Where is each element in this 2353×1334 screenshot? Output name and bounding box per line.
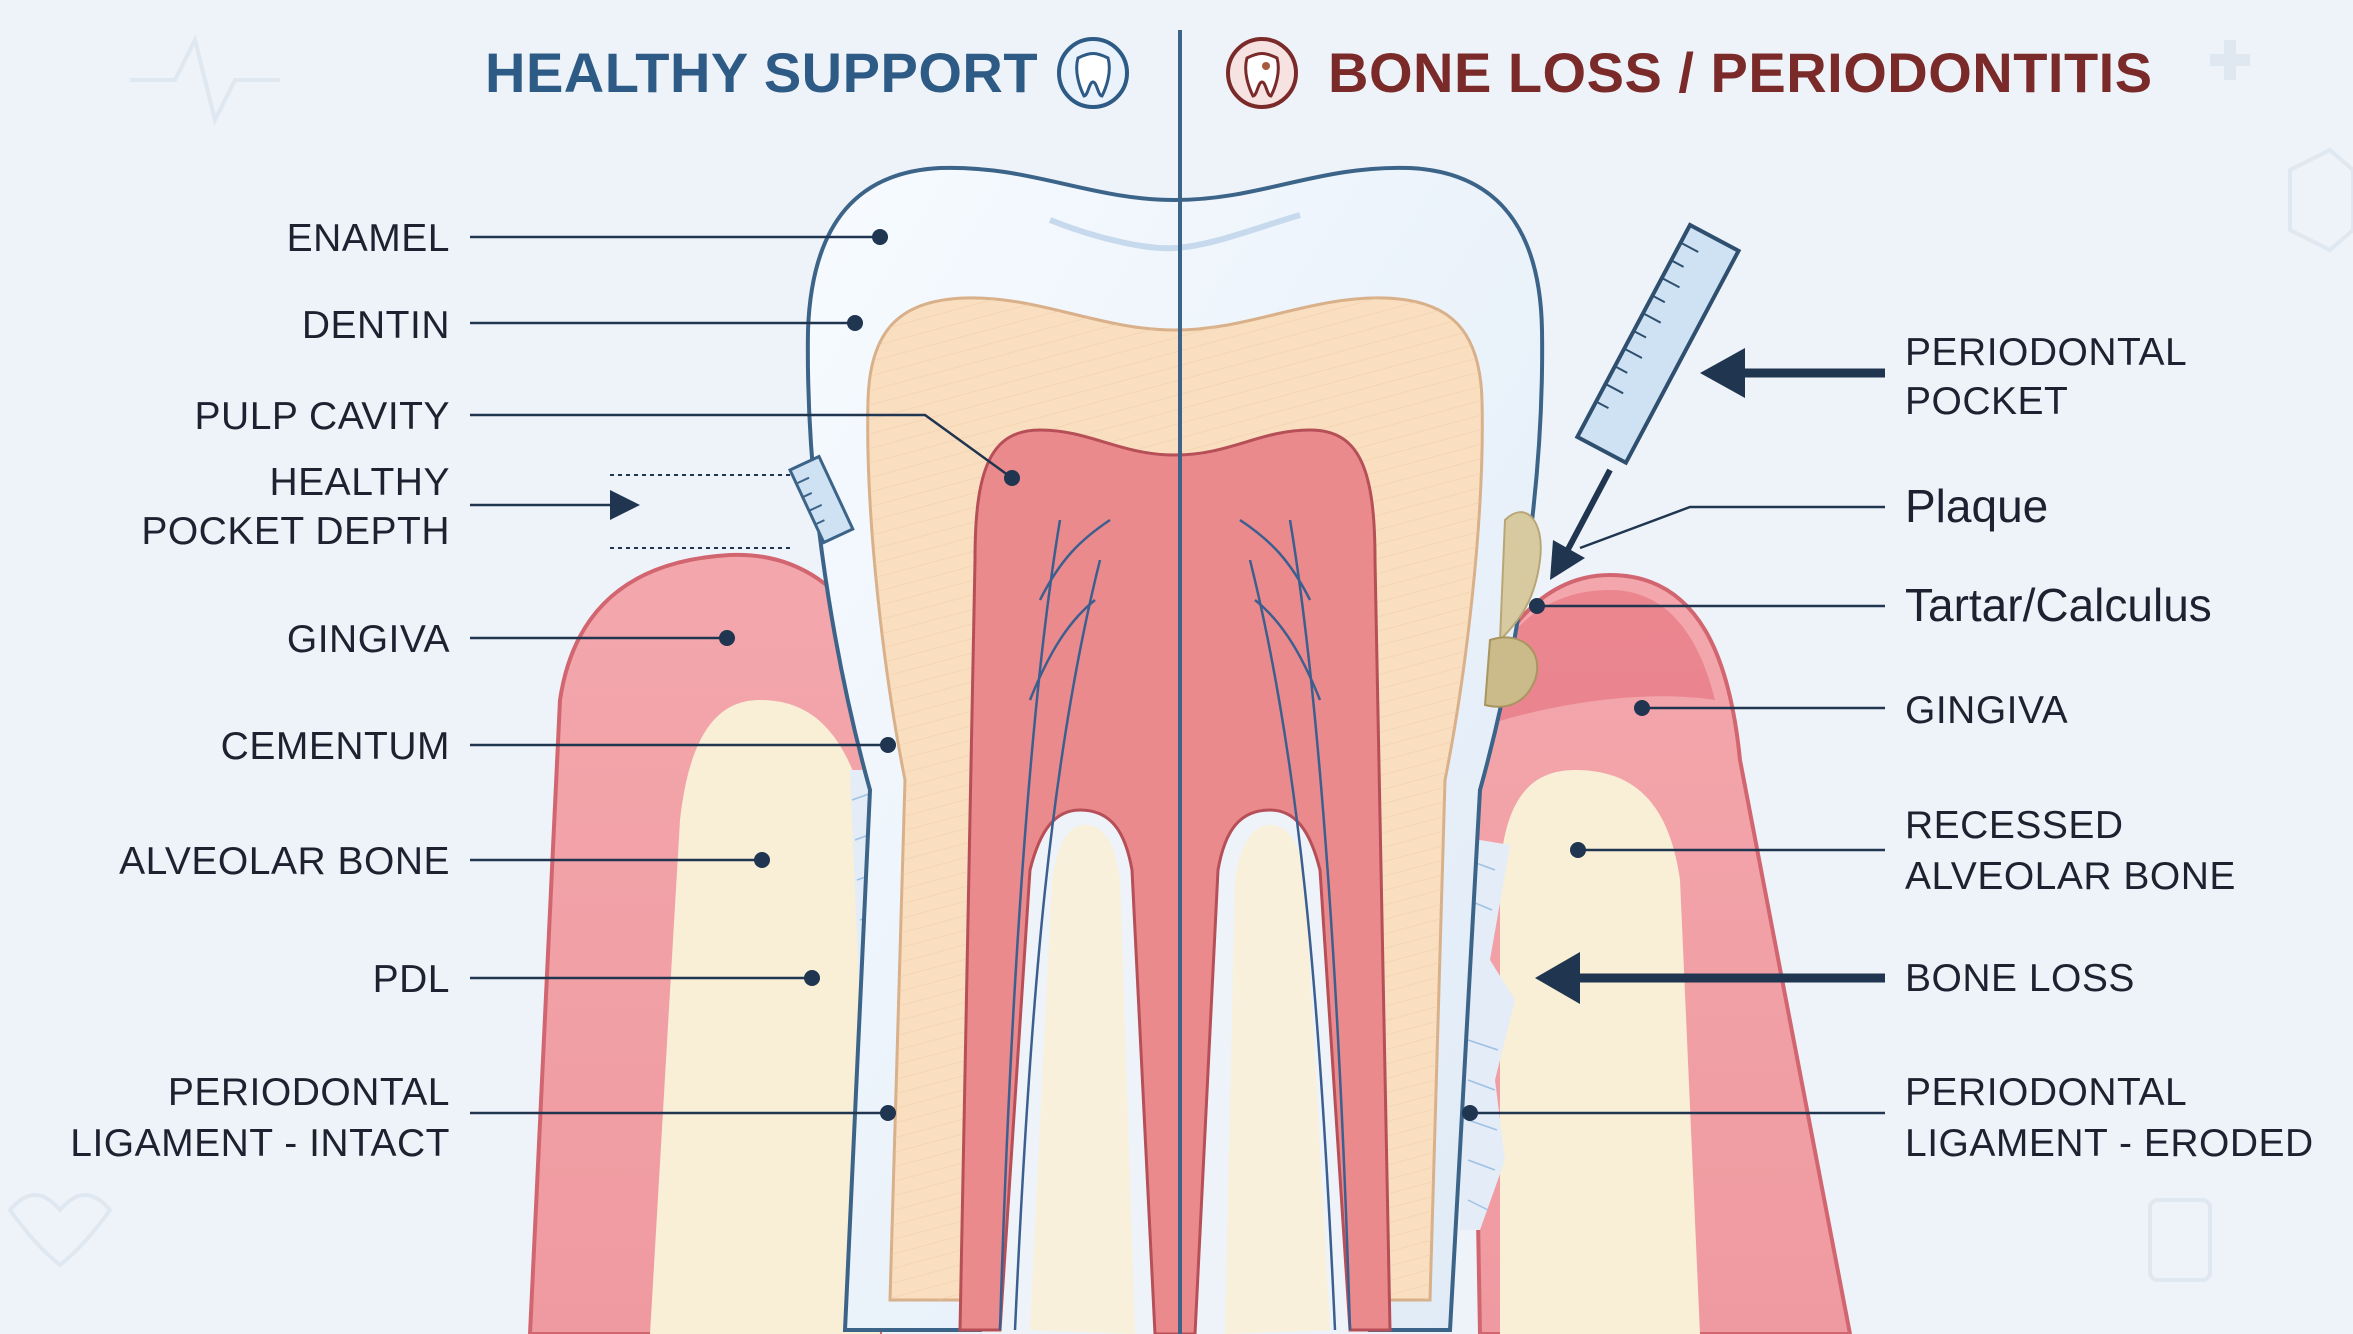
disease-anatomy <box>1460 572 1853 1334</box>
label-pdl: PDL <box>373 958 450 1001</box>
label-periodontal-pocket-1: PERIODONTAL <box>1905 331 2187 374</box>
label-enamel: ENAMEL <box>287 217 450 260</box>
label-gingiva-right: GINGIVA <box>1905 689 2068 732</box>
label-recessed: RECESSED <box>1905 804 2124 847</box>
right-labels: PERIODONTAL POCKET Plaque Tartar/Calculu… <box>1462 331 2314 1165</box>
disease-probe-icon <box>1574 222 1742 466</box>
label-periodontal: PERIODONTAL <box>168 1071 450 1114</box>
healthy-title: HEALTHY SUPPORT <box>485 41 1038 104</box>
tooth <box>805 165 1545 1334</box>
label-periodontal-right: PERIODONTAL <box>1905 1071 2187 1114</box>
left-labels: ENAMEL DENTIN PULP CAVITY HEALTHY POCKET… <box>70 217 1020 1165</box>
label-recessed-alveolar-bone: ALVEOLAR BONE <box>1905 855 2236 898</box>
label-ligament-eroded: LIGAMENT - ERODED <box>1905 1122 2314 1165</box>
label-dentin: DENTIN <box>302 304 450 347</box>
disease-title: BONE LOSS / PERIODONTITIS <box>1328 41 2153 104</box>
plaque-tartar-deposit <box>1483 511 1542 708</box>
bone-loss-arrow-icon <box>1535 952 1580 1004</box>
label-gingiva: GINGIVA <box>287 618 450 661</box>
label-healthy: HEALTHY <box>270 461 451 504</box>
label-pulp-cavity: PULP CAVITY <box>195 395 450 438</box>
pocket-arrow-icon <box>1700 348 1745 398</box>
label-tartar: Tartar/Calculus <box>1905 579 2212 631</box>
label-alveolar-bone: ALVEOLAR BONE <box>119 840 450 883</box>
header-disease: BONE LOSS / PERIODONTITIS <box>1226 37 2153 109</box>
label-ligament-intact: LIGAMENT - INTACT <box>70 1122 450 1165</box>
label-pocket-depth: POCKET DEPTH <box>141 510 450 553</box>
plaque-arrow-icon <box>1550 540 1585 580</box>
label-periodontal-pocket-2: POCKET <box>1905 380 2068 423</box>
healthy-pocket-indicator <box>610 474 790 549</box>
background-decorations <box>7 34 2353 1282</box>
healthy-probe-icon <box>788 454 855 545</box>
label-bone-loss: BONE LOSS <box>1905 957 2135 1000</box>
decayed-tooth-icon <box>1226 37 1298 109</box>
label-plaque: Plaque <box>1905 480 2048 532</box>
tooth-icon <box>1057 37 1129 109</box>
header-healthy: HEALTHY SUPPORT <box>485 37 1129 109</box>
label-cementum: CEMENTUM <box>221 725 450 768</box>
